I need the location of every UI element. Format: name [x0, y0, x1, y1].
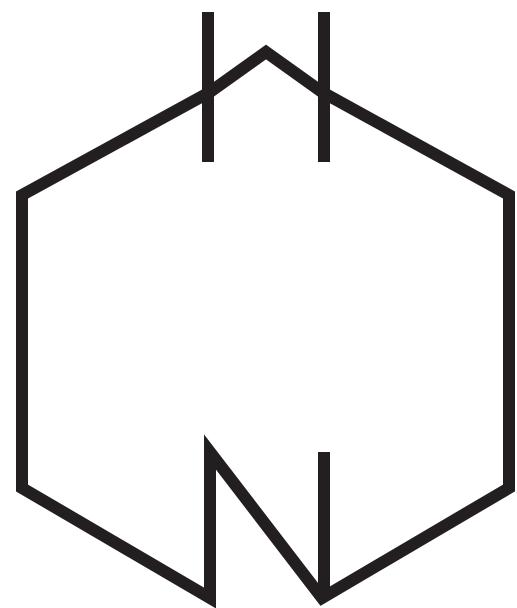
- hexagon-left-side: [16, 44, 515, 608]
